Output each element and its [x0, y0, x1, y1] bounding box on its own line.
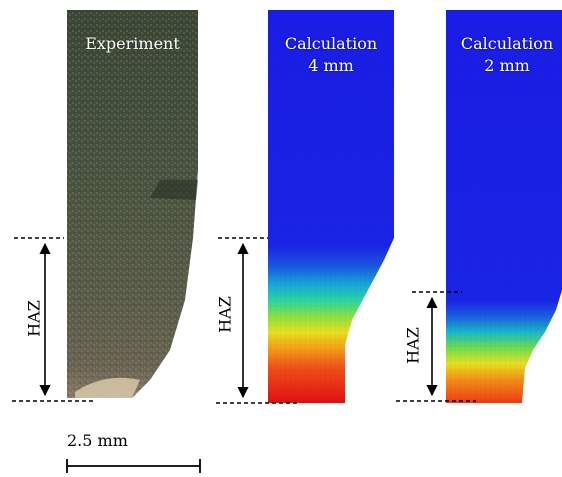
calc-4mm-panel [268, 10, 394, 403]
haz-label-3: HAZ [403, 327, 423, 364]
haz-marker-3 [396, 291, 476, 402]
calc-4mm-title-line2: 4 mm [308, 56, 354, 75]
haz-marker-1 [12, 237, 96, 402]
calc-4mm-grid [268, 10, 394, 403]
scale-bar-label: 2.5 mm [67, 431, 128, 450]
calc-2mm-title-line2: 2 mm [484, 56, 530, 75]
experiment-panel [67, 10, 198, 398]
calc-4mm-title: Calculation 4 mm [264, 33, 398, 77]
experiment-dark-band [150, 180, 198, 200]
haz-label-2: HAZ [215, 296, 235, 333]
haz-marker-2 [216, 237, 300, 404]
calc-2mm-panel [446, 10, 562, 403]
haz-label-1: HAZ [24, 300, 44, 337]
calc-2mm-title-line1: Calculation [460, 34, 554, 53]
scale-bar [66, 459, 201, 473]
calc-2mm-grid [446, 10, 562, 403]
experiment-title-line1: Experiment [85, 34, 180, 53]
calc-4mm-title-line1: Calculation [284, 34, 378, 53]
experiment-specimen-texture [67, 10, 198, 398]
calc-2mm-title: Calculation 2 mm [442, 33, 562, 77]
experiment-title: Experiment [67, 33, 198, 55]
experiment-fusion-edge [75, 377, 140, 398]
